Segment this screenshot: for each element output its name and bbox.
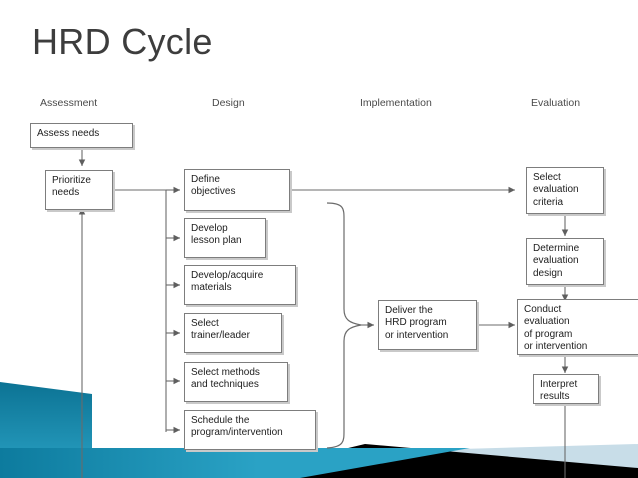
page-title: HRD Cycle xyxy=(32,21,213,62)
node-select-trainer[interactable]: Select trainer/leader xyxy=(184,313,282,353)
node-schedule-program[interactable]: Schedule the program/intervention xyxy=(184,410,316,450)
column-header-evaluation: Evaluation xyxy=(531,97,581,109)
node-prioritize-needs[interactable]: Prioritize needs xyxy=(45,170,113,210)
footer-decoration xyxy=(0,382,638,478)
node-determine-design[interactable]: Determine evaluation design xyxy=(526,238,604,285)
node-select-methods[interactable]: Select methods and techniques xyxy=(184,362,288,402)
node-assess-needs[interactable]: Assess needs xyxy=(30,123,133,148)
node-interpret-results[interactable]: Interpret results xyxy=(533,374,599,404)
teal-band xyxy=(0,448,470,478)
node-conduct-evaluation[interactable]: Conduct evaluation of program or interve… xyxy=(517,299,638,355)
node-deliver-program[interactable]: Deliver the HRD program or intervention xyxy=(378,300,477,350)
node-select-criteria[interactable]: Select evaluation criteria xyxy=(526,167,604,214)
node-develop-lesson-plan[interactable]: Develop lesson plan xyxy=(184,218,266,258)
node-develop-materials[interactable]: Develop/acquire materials xyxy=(184,265,296,305)
column-header-design: Design xyxy=(212,97,245,109)
column-header-assessment: Assessment xyxy=(40,97,98,109)
column-header-implementation: Implementation xyxy=(360,97,432,109)
node-define-objectives[interactable]: Define objectives xyxy=(184,169,290,211)
